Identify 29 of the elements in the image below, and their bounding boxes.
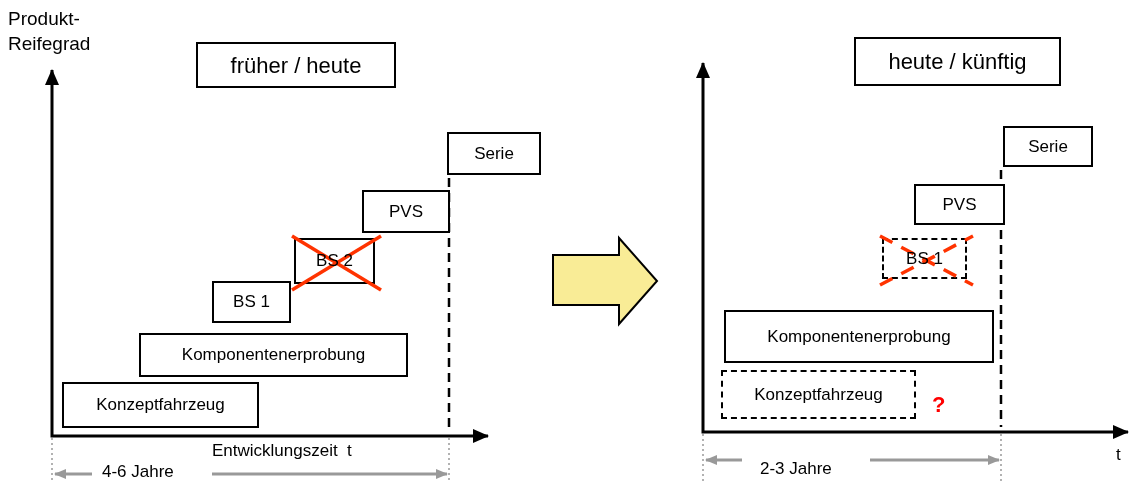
phase-label: BS 1 bbox=[233, 291, 270, 314]
phase-box bbox=[62, 382, 259, 428]
phase-box bbox=[212, 281, 291, 323]
title-box bbox=[196, 42, 396, 88]
axis-label: Entwicklungszeit t bbox=[212, 440, 352, 462]
phase-box bbox=[139, 333, 408, 377]
phase-box bbox=[1003, 126, 1093, 167]
duration-label: 2-3 Jahre bbox=[760, 458, 832, 480]
title-box bbox=[854, 37, 1061, 86]
phase-label: Komponentenerprobung bbox=[181, 344, 366, 367]
phase-label: PVS bbox=[942, 193, 977, 216]
phase-box bbox=[724, 310, 994, 363]
optional-phase-box bbox=[721, 370, 916, 419]
phase-label: früher / heute bbox=[230, 51, 362, 80]
axis-label: Produkt-Reifegrad bbox=[8, 7, 92, 56]
phase-label: Serie bbox=[1028, 135, 1068, 158]
phase-label: PVS bbox=[389, 200, 423, 223]
duration-label: 4-6 Jahre bbox=[102, 461, 174, 481]
axis-label: t bbox=[1116, 444, 1121, 466]
phase-label: Serie bbox=[474, 142, 514, 165]
phase-label: heute / künftig bbox=[888, 48, 1027, 76]
phase-label: Komponentenerprobung bbox=[767, 325, 951, 348]
phase-label: BS 1 bbox=[906, 247, 943, 270]
phase-box bbox=[447, 132, 541, 175]
phase-box bbox=[914, 184, 1005, 225]
phase-label: Konzeptfahrzeug bbox=[96, 394, 225, 417]
phase-box bbox=[362, 190, 450, 233]
phase-label: Konzeptfahrzeug bbox=[754, 383, 883, 406]
question-mark: ? bbox=[932, 391, 946, 419]
